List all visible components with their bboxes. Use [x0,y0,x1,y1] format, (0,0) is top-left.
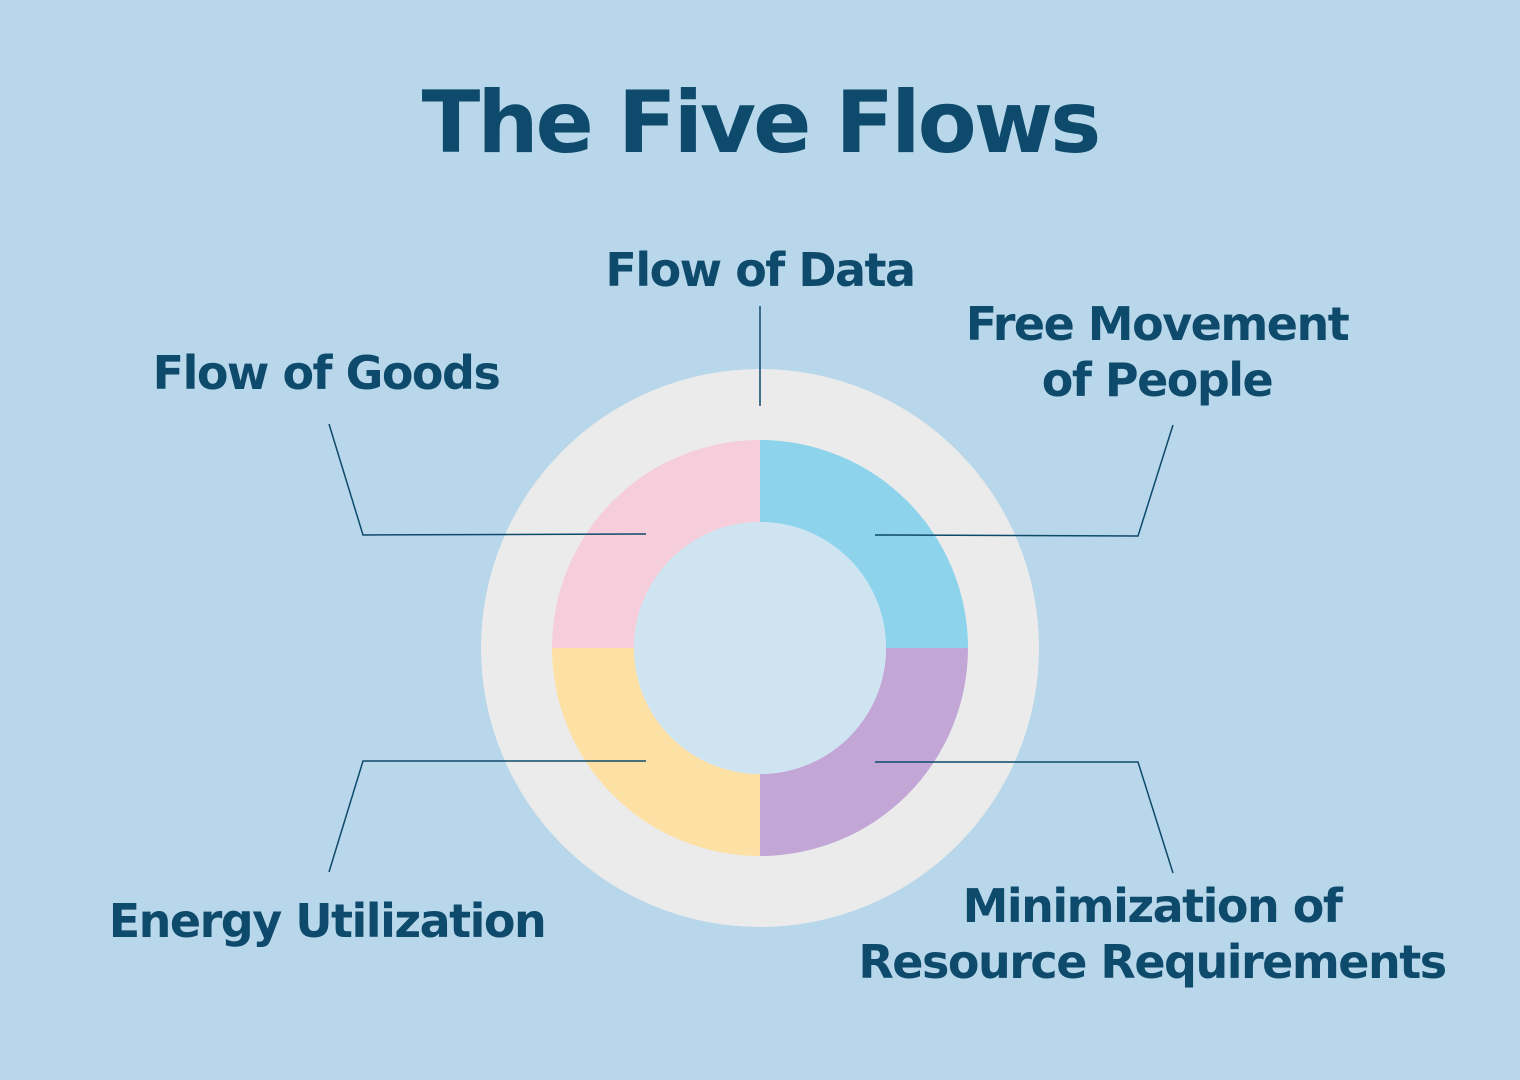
label-line: Flow of Data [605,243,916,297]
segment-goods [552,440,760,648]
label-minimization-of-resource-requirements: Minimization of Resource Requirements [844,878,1460,990]
label-line: Flow of Goods [152,346,501,400]
label-flow-of-data: Flow of Data [554,242,966,298]
inner-circle [634,522,886,774]
segment-resources [760,648,968,856]
page-title: The Five Flows [421,73,1102,173]
connector-people [874,424,1174,537]
connector-goods [328,423,647,536]
connector-resources [875,761,1174,874]
label-line: Resource Requirements [858,935,1447,989]
connector-energy [328,760,646,873]
segment-energy [552,648,760,856]
label-line: Energy Utilization [108,894,547,948]
label-energy-utilization: Energy Utilization [96,893,558,949]
segment-people [760,440,968,648]
label-line: Minimization of [962,879,1343,933]
label-free-movement-of-people: Free Movement of People [946,296,1368,408]
label-line: Free Movement [965,297,1350,351]
label-flow-of-goods: Flow of Goods [128,345,524,401]
label-line: of People [1041,353,1274,407]
